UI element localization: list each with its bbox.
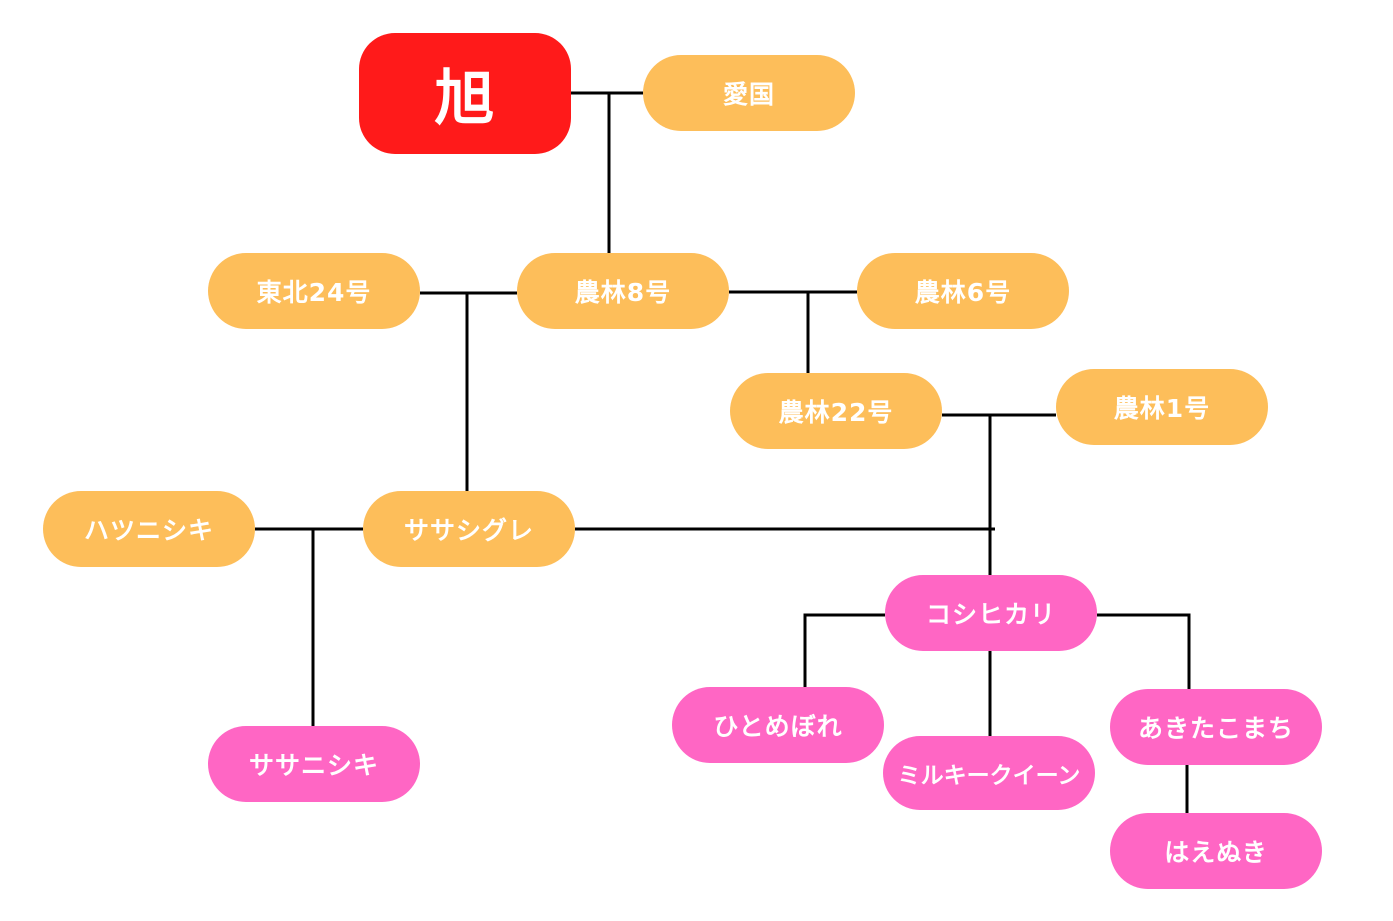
node-akitakomachi: あきたこまち [1110,689,1322,765]
node-aikoku: 愛国 [643,55,855,131]
node-norin6: 農林6号 [857,253,1069,329]
line-to-akitakomachi [1097,613,1191,689]
node-haenuki: はえぬき [1110,813,1322,889]
node-norin8: 農林8号 [517,253,729,329]
node-koshihikari: コシヒカリ [885,575,1097,651]
node-hatsunishiki: ハツニシキ [43,491,255,567]
line-to-hitomebore [803,613,885,687]
node-asahi: 旭 [359,33,571,154]
node-sasanishiki: ササニシキ [208,726,420,802]
node-norin1: 農林1号 [1056,369,1268,445]
node-milkyqueen: ミルキークイーン [883,736,1095,810]
node-sasashigure: ササシグレ [363,491,575,567]
node-norin22: 農林22号 [730,373,942,449]
node-hitomebore: ひとめぼれ [672,687,884,763]
node-tohoku24: 東北24号 [208,253,420,329]
